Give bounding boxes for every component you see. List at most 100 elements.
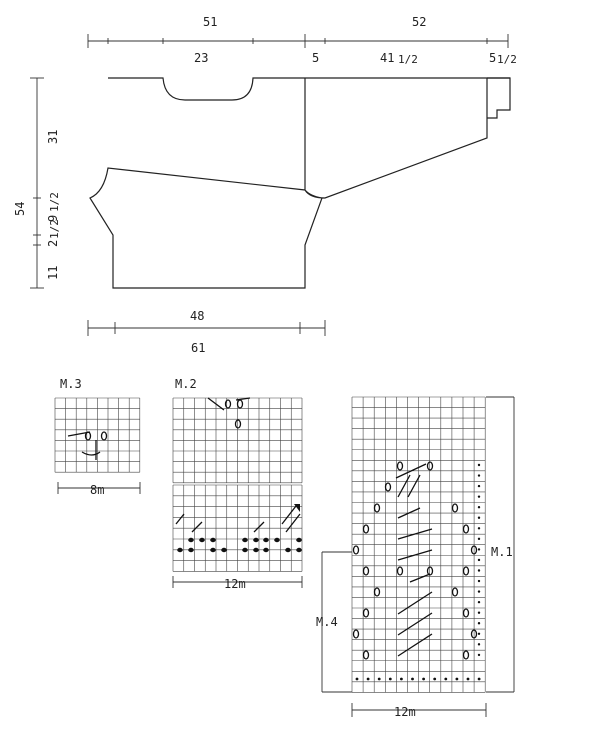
stitch-dot bbox=[477, 622, 481, 625]
sleeve-seg-b-label: 41 bbox=[380, 51, 394, 65]
yarn-over-symbol bbox=[362, 524, 370, 534]
chart-m1-symbols bbox=[352, 461, 481, 681]
stitch-dot bbox=[477, 600, 481, 604]
stitch-dot bbox=[263, 547, 269, 553]
sleeve-seg-c-frac: 1/2 bbox=[497, 53, 517, 66]
stitch-dot bbox=[477, 463, 481, 467]
stitch-dot bbox=[477, 495, 481, 498]
stitch-dot bbox=[455, 677, 459, 681]
yarn-over-symbol bbox=[470, 545, 478, 555]
stitch-dot bbox=[296, 537, 302, 543]
body-width-label: 51 bbox=[203, 15, 217, 29]
stitch-dot bbox=[444, 677, 448, 681]
yarn-over-symbol bbox=[362, 608, 370, 618]
chart-m1-brackets bbox=[321, 396, 515, 717]
decrease-symbol bbox=[397, 633, 433, 657]
chart-m2-dots bbox=[177, 537, 302, 553]
total-height-label: 54 bbox=[13, 202, 27, 216]
top-dimension-line bbox=[87, 34, 509, 48]
chart-m3-symbols bbox=[67, 431, 108, 460]
stitch-dot bbox=[400, 677, 403, 681]
yarn-over-symbol bbox=[373, 587, 381, 597]
bottom-dimension-lines bbox=[87, 320, 326, 336]
stitch-dot bbox=[296, 547, 302, 553]
chart-m1-stitches: 12m bbox=[394, 705, 416, 719]
decrease-symbol bbox=[397, 612, 433, 636]
chart-m2-symbols bbox=[175, 397, 301, 533]
stitch-dot bbox=[477, 474, 481, 477]
small-height-frac: 1/2 bbox=[48, 219, 61, 239]
yarn-over-symbol bbox=[362, 650, 370, 660]
chart-m3-width-line bbox=[57, 482, 141, 494]
stitch-dot bbox=[477, 643, 481, 646]
stitch-dot bbox=[477, 537, 481, 541]
yarn-over-symbol bbox=[451, 587, 459, 597]
chart-m1-title: M.1 bbox=[491, 545, 513, 559]
sleeve-length-label: 52 bbox=[412, 15, 426, 29]
stitch-dot bbox=[411, 677, 414, 681]
decrease-symbol bbox=[395, 463, 427, 479]
stitch-dot bbox=[477, 590, 481, 593]
stitch-dot bbox=[242, 547, 248, 553]
stitch-dot bbox=[477, 506, 481, 509]
yarn-over-symbol bbox=[470, 629, 478, 639]
decrease-symbol bbox=[397, 549, 433, 561]
yarn-over-symbol bbox=[352, 545, 360, 555]
yarn-over-symbol bbox=[462, 566, 470, 576]
stitch-dot bbox=[477, 548, 481, 551]
stitch-dot bbox=[177, 547, 183, 553]
stitch-dot bbox=[477, 632, 481, 635]
chart-m2-title: M.2 bbox=[175, 377, 197, 391]
sweater-schematic bbox=[89, 77, 511, 289]
yarn-over-symbol bbox=[462, 650, 470, 660]
stitch-dot bbox=[366, 677, 370, 681]
upper-height-label: 31 bbox=[46, 130, 60, 144]
stitch-dot bbox=[274, 537, 280, 543]
stitch-dot bbox=[188, 537, 194, 543]
chart-m3-grid bbox=[54, 397, 141, 473]
bottom-height-label: 11 bbox=[46, 266, 60, 280]
decrease-symbol bbox=[397, 528, 433, 540]
yarn-over-symbol bbox=[352, 629, 360, 639]
inner-width-label: 48 bbox=[190, 309, 204, 323]
stitch-dot bbox=[422, 677, 425, 681]
sleeve-seg-b-frac: 1/2 bbox=[398, 53, 418, 66]
yarn-over-symbol bbox=[451, 503, 459, 513]
outer-width-label: 61 bbox=[191, 341, 205, 355]
yarn-over-symbol bbox=[462, 608, 470, 618]
stitch-dot bbox=[242, 537, 248, 543]
stitch-dot bbox=[466, 677, 470, 681]
mid-height-frac: 1/2 bbox=[48, 192, 61, 212]
stitch-dot bbox=[199, 537, 205, 543]
stitch-dot bbox=[285, 547, 291, 553]
yarn-over-symbol bbox=[373, 503, 381, 513]
stitch-dot bbox=[477, 611, 481, 614]
yarn-over-symbol bbox=[384, 482, 392, 492]
stitch-dot bbox=[253, 547, 259, 553]
stitch-dot bbox=[188, 547, 194, 553]
stitch-dot bbox=[433, 677, 437, 681]
stitch-dot bbox=[477, 653, 481, 657]
chart-m4-title: M.4 bbox=[316, 615, 338, 629]
yarn-over-symbol bbox=[462, 524, 470, 534]
yarn-over-symbol bbox=[426, 566, 434, 576]
yarn-over-symbol bbox=[396, 461, 404, 471]
chart-m1-grid bbox=[351, 396, 486, 693]
stitch-dot bbox=[388, 677, 392, 681]
chart-m2-upper-grid bbox=[172, 397, 303, 484]
stitch-dot bbox=[210, 547, 216, 553]
sleeve-seg-c-label: 5 bbox=[489, 51, 496, 65]
stitch-dot bbox=[477, 527, 481, 530]
stitch-dot bbox=[477, 516, 481, 519]
decrease-symbol bbox=[397, 474, 411, 498]
chart-m2-width-line bbox=[172, 576, 303, 588]
neck-width-label: 23 bbox=[194, 51, 208, 65]
chart-m2-stitches: 12m bbox=[224, 577, 246, 591]
decrease-symbol bbox=[397, 507, 421, 519]
yarn-over-symbol bbox=[426, 461, 434, 471]
decrease-symbol bbox=[409, 573, 431, 583]
stitch-dot bbox=[477, 569, 481, 572]
stitch-dot bbox=[477, 677, 481, 681]
mid-height-label: 9 bbox=[46, 215, 60, 222]
